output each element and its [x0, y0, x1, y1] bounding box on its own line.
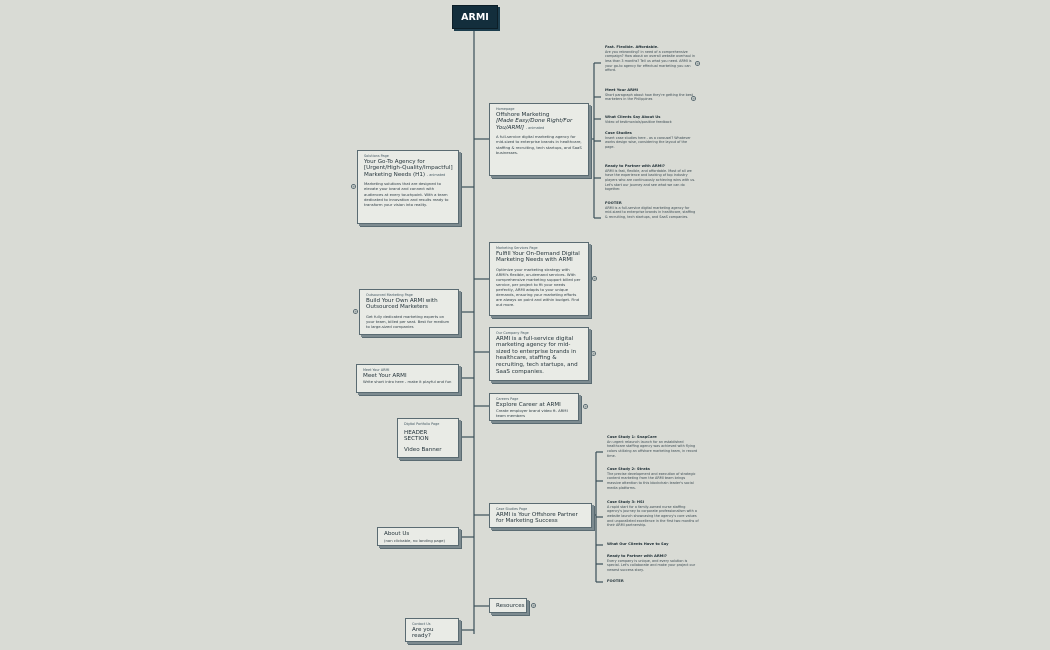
note-text: Are you rebranding? in need of a compreh…	[605, 49, 696, 73]
node-subtitle: Video Banner	[404, 446, 442, 453]
expand-note-1-icon[interactable]: +	[695, 61, 700, 66]
note-heading: Case Study 1: SnapCare	[607, 435, 657, 439]
node-body: Write short intro here - make it playful…	[363, 379, 452, 385]
node-body: Get fully dedicated marketing experts on…	[366, 313, 450, 329]
note-heading: FOOTER	[607, 579, 624, 583]
node-label: Digital Portfolio Page	[404, 422, 440, 426]
node-outsourced-marketing-page[interactable]: Outsourced Marketing Page Build Your Own…	[359, 289, 459, 335]
node-resources[interactable]: Resources	[489, 598, 527, 613]
expand-services-icon[interactable]: +	[592, 276, 597, 281]
node-body: Create employer brand video ft. ARMI tea…	[496, 408, 568, 419]
node-title: Your Go-To Agency for [Urgent/High-Quali…	[364, 158, 453, 178]
note-heading: FOOTER	[605, 201, 622, 205]
note-text: Every company is unique, and every solut…	[607, 558, 696, 572]
casestudy-note-3: Case Study 3: HSI A rapid start for a fa…	[607, 500, 699, 528]
node-title: HEADER SECTION	[404, 429, 429, 443]
node-body: A full-service digital marketing agency …	[496, 134, 582, 155]
homepage-note-6: FOOTER ARMI is a full-service digital ma…	[605, 201, 697, 220]
node-label: Meet Your ARMI	[363, 368, 390, 372]
homepage-note-2: Meet Your ARMI Short paragraph about how…	[605, 88, 697, 102]
casestudy-note-5: Ready to Partner with ARMI? Every compan…	[607, 554, 699, 573]
casestudy-note-6: FOOTER	[607, 579, 699, 584]
node-title-animated: [Made Easy/Done Right/For You/ARMI] - an…	[496, 118, 573, 131]
homepage-note-1: Fast. Flexible. Affordable. Are you rebr…	[605, 45, 697, 73]
node-title: Fulfill Your On-Demand Digital Marketing…	[496, 250, 580, 264]
node-label: Solutions Page	[364, 154, 389, 158]
node-our-company-page[interactable]: Our Company Page ARMI is a full-service …	[489, 327, 589, 381]
node-meet-your-armi[interactable]: Meet Your ARMI Meet Your ARMI Write shor…	[356, 364, 459, 393]
expand-solutions-icon[interactable]: +	[351, 184, 356, 189]
note-heading: Case Study 2: Strata	[607, 467, 650, 471]
node-label: Outsourced Marketing Page	[366, 293, 413, 297]
expand-resources-icon[interactable]: +	[531, 603, 536, 608]
node-careers-page[interactable]: Careers Page Explore Career at ARMI Crea…	[489, 393, 579, 421]
note-heading: Meet Your ARMI	[605, 88, 639, 92]
note-heading: Fast. Flexible. Affordable.	[605, 45, 659, 49]
node-body: Marketing solutions that are designed to…	[364, 181, 449, 207]
node-label: Marketing Services Page	[496, 246, 538, 250]
note-heading: Ready to Partner with ARMI?	[607, 554, 667, 558]
node-label: Homepage	[496, 107, 515, 111]
note-text: Short paragraph about how they're gettin…	[605, 92, 693, 102]
node-title: About Us	[384, 531, 410, 537]
node-title: Resources	[496, 603, 525, 609]
node-solutions-page[interactable]: Solutions Page Your Go-To Agency for [Ur…	[357, 150, 459, 224]
note-text: ARMI is fast, flexible, and affordable. …	[605, 168, 696, 192]
node-title: ARMI is Your Offshore Partner for Market…	[496, 511, 578, 525]
casestudy-note-2: Case Study 2: Strata The precise develop…	[607, 467, 699, 490]
node-label: Contact Us	[412, 622, 431, 626]
node-title: Offshore Marketing	[496, 111, 550, 118]
node-label: Careers Page	[496, 397, 519, 401]
expand-note-2-icon[interactable]: +	[691, 96, 696, 101]
node-title: Meet Your ARMI	[363, 372, 407, 379]
note-heading: What Our Clients Have to Say	[607, 542, 669, 546]
homepage-note-5: Ready to Partner with ARMI? ARMI is fast…	[605, 164, 697, 192]
node-title: Build Your Own ARMI with Outsourced Mark…	[366, 297, 438, 311]
note-text: Insert case studies here - as a carousel…	[605, 135, 691, 149]
node-title: ARMI is a full-service digital marketing…	[496, 335, 578, 375]
note-heading: Case Study 3: HSI	[607, 500, 644, 504]
note-text: A rapid start for a family-owned nurse s…	[607, 504, 699, 528]
casestudy-note-4: What Our Clients Have to Say	[607, 542, 699, 547]
node-body: (non clickable, no landing page)	[384, 537, 445, 543]
note-text: The precise development and execution of…	[607, 471, 696, 490]
note-heading: Ready to Partner with ARMI?	[605, 164, 665, 168]
note-text: Video of testimonials/positive feedback	[605, 119, 672, 124]
expand-careers-icon[interactable]: +	[583, 404, 588, 409]
expand-company-icon[interactable]: +	[591, 351, 596, 356]
node-label: Case Studies Page	[496, 507, 528, 511]
root-node-armi[interactable]: ARMI	[452, 5, 498, 29]
note-heading: What Clients Say About Us	[605, 115, 661, 119]
node-homepage[interactable]: Homepage Offshore Marketing [Made Easy/D…	[489, 103, 589, 176]
homepage-note-3: What Clients Say About Us Video of testi…	[605, 115, 697, 124]
node-body: Optimize your marketing strategy with AR…	[496, 266, 581, 308]
node-case-studies-page[interactable]: Case Studies Page ARMI is Your Offshore …	[489, 503, 592, 528]
node-label: Our Company Page	[496, 331, 529, 335]
node-title: Explore Career at ARMI	[496, 401, 561, 408]
casestudy-note-1: Case Study 1: SnapCare An urgent relaunc…	[607, 435, 699, 458]
node-marketing-services-page[interactable]: Marketing Services Page Fulfill Your On-…	[489, 242, 589, 316]
expand-outsourced-icon[interactable]: +	[353, 309, 358, 314]
node-contact-us[interactable]: Contact Us Are you ready?	[405, 618, 459, 642]
node-about-us[interactable]: About Us (non clickable, no landing page…	[377, 527, 459, 546]
node-digital-portfolio-page[interactable]: Digital Portfolio Page HEADER SECTION Vi…	[397, 418, 459, 458]
node-title: Are you ready?	[412, 626, 434, 640]
note-text: ARMI is a full-service digital marketing…	[605, 205, 696, 219]
note-text: An urgent relaunch launch for an establi…	[607, 439, 698, 458]
homepage-note-4: Case Studies Insert case studies here - …	[605, 131, 697, 150]
note-heading: Case Studies	[605, 131, 632, 135]
